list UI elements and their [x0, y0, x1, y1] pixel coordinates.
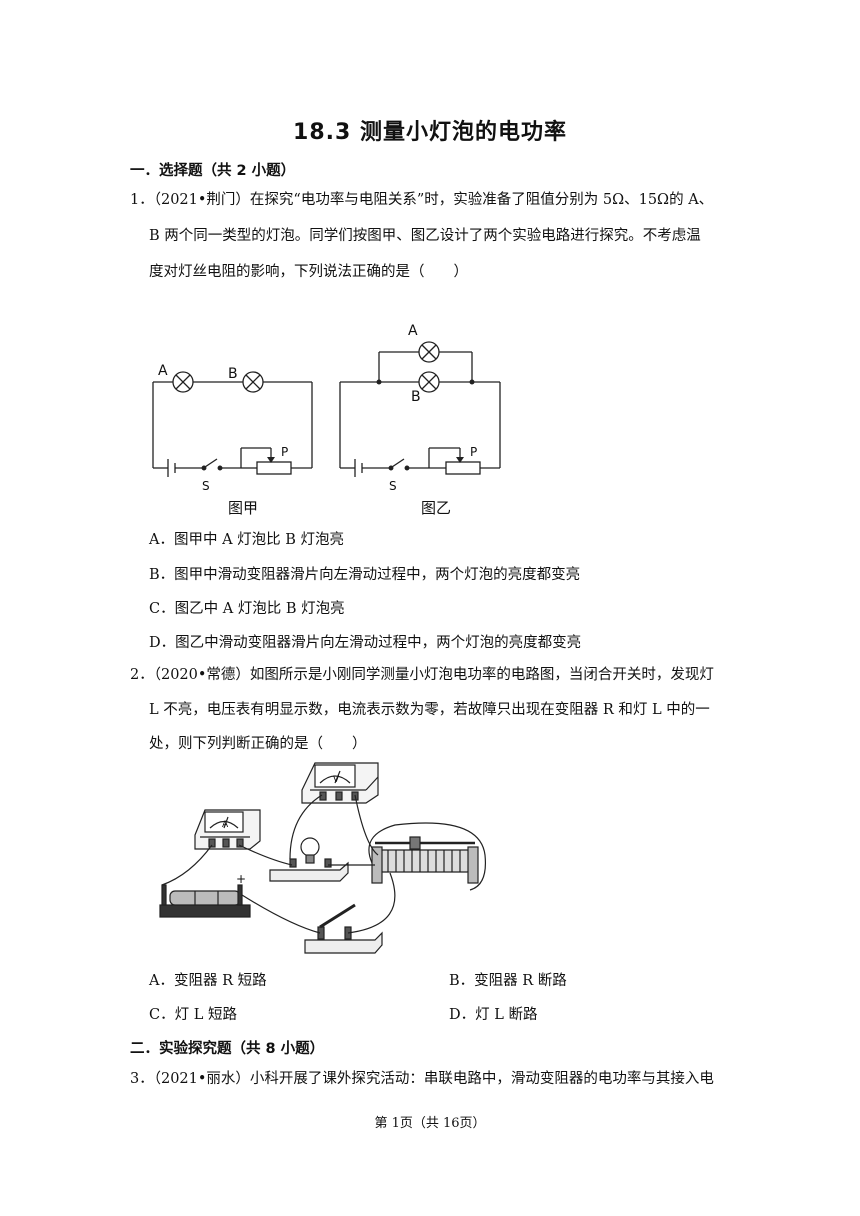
- question-3-line-1: 3．（2021•丽水）小科开展了课外探究活动：串联电路中，滑动变阻器的电功率与其…: [130, 1071, 714, 1087]
- label-b-left: B: [228, 366, 238, 382]
- question-2-option-c[interactable]: C．灯 L 短路: [149, 1007, 237, 1023]
- caption-right: 图乙: [421, 499, 451, 517]
- question-2-line-3: 处，则下列判断正确的是（ ）: [149, 736, 367, 752]
- question-1-line-2: B 两个同一类型的灯泡。同学们按图甲、图乙设计了两个实验电路进行探究。不考虑温: [149, 228, 701, 244]
- question-1-line-1: 1．（2021•荆门）在探究“电功率与电阻关系”时，实验准备了阻值分别为 5Ω、…: [130, 192, 714, 208]
- question-1-option-b[interactable]: B．图甲中滑动变阻器滑片向左滑动过程中，两个灯泡的亮度都变亮: [149, 567, 581, 583]
- question-1-circuit-figure: A B S P A B S P 图甲 图乙: [152, 323, 501, 517]
- ammeter-label: A: [222, 820, 229, 830]
- label-b-right: B: [411, 389, 421, 405]
- question-2-option-a[interactable]: A．变阻器 R 短路: [149, 973, 267, 989]
- label-p-right: P: [470, 445, 477, 459]
- question-1-option-d[interactable]: D．图乙中滑动变阻器滑片向左滑动过程中，两个灯泡的亮度都变亮: [149, 635, 582, 651]
- question-2-option-b[interactable]: B．变阻器 R 断路: [449, 973, 567, 989]
- section-heading-experiment: 二．实验探究题（共 8 小题）: [130, 1041, 325, 1057]
- question-1-line-3: 度对灯丝电阻的影响，下列说法正确的是（ ）: [149, 264, 468, 280]
- battery-plus-label: +: [236, 872, 246, 886]
- label-s-right: S: [389, 479, 397, 493]
- question-2-line-1: 2．（2020•常德）如图所示是小刚同学测量小灯泡电功率的电路图，当闭合开关时，…: [130, 667, 714, 683]
- label-a-right: A: [408, 323, 418, 339]
- question-1-option-a[interactable]: A．图甲中 A 灯泡比 B 灯泡亮: [149, 532, 345, 548]
- question-1-option-c[interactable]: C．图乙中 A 灯泡比 B 灯泡亮: [149, 601, 345, 617]
- page-footer: 第 1页（共 16页）: [374, 1116, 486, 1131]
- question-2-line-2: L 不亮，电压表有明显示数，电流表示数为零，若故障只出现在变阻器 R 和灯 L …: [149, 702, 710, 718]
- question-2-option-d[interactable]: D．灯 L 断路: [449, 1007, 538, 1023]
- page-title: 18.3 测量小灯泡的电功率: [293, 120, 567, 145]
- question-2-circuit-photo: V A +: [159, 762, 487, 954]
- voltmeter-label: V: [333, 775, 340, 785]
- section-heading-choice: 一．选择题（共 2 小题）: [130, 163, 296, 179]
- caption-left: 图甲: [228, 499, 258, 517]
- label-p-left: P: [281, 445, 288, 459]
- label-s-left: S: [202, 479, 210, 493]
- label-a-left: A: [158, 363, 168, 379]
